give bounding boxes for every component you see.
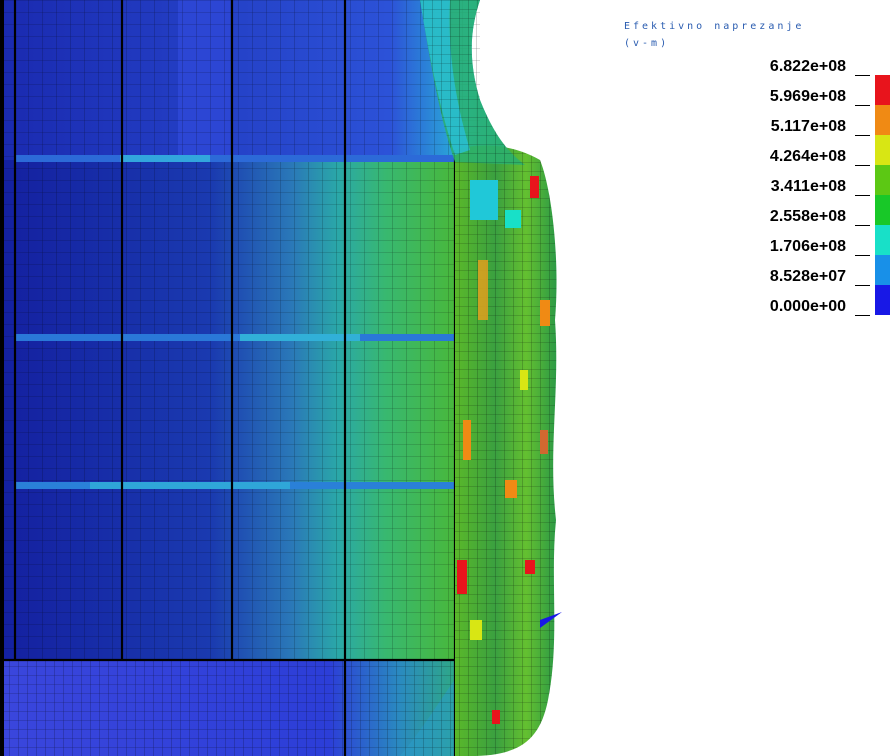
legend-tick [855, 135, 870, 136]
legend-value: 1.706e+08 [769, 238, 846, 255]
hull-top-mesh [0, 0, 480, 160]
legend-swatch [875, 135, 890, 165]
legend-value: 5.969e+08 [769, 88, 846, 105]
legend-swatch [875, 285, 890, 315]
legend-swatch [875, 105, 890, 135]
legend-tick [855, 285, 870, 286]
stiffener-1 [15, 155, 455, 162]
legend-tick [855, 225, 870, 226]
legend-value: 8.528e+07 [769, 268, 846, 285]
legend-title-line2: (v-m) [624, 38, 670, 49]
stiffener-2 [15, 334, 455, 341]
legend-tick [855, 75, 870, 76]
hull-bottom-mesh [0, 660, 470, 756]
legend-value: 0.000e+00 [769, 298, 846, 315]
damage-zone-mesh [455, 145, 557, 756]
legend-tick [855, 255, 870, 256]
legend-swatch [875, 75, 890, 105]
legend-title-line1: Efektivno naprezanje [624, 21, 805, 32]
legend-swatch [875, 225, 890, 255]
legend-tick [855, 105, 870, 106]
legend-value: 3.411e+08 [770, 178, 846, 195]
hull-middle-mesh [0, 160, 470, 660]
legend-tick [855, 315, 870, 316]
legend-tick [855, 195, 870, 196]
legend-value: 2.558e+08 [769, 208, 846, 225]
legend-value: 6.822e+08 [769, 58, 846, 75]
legend-value: 5.117e+08 [770, 118, 846, 135]
legend-tick [855, 165, 870, 166]
legend-swatch [875, 165, 890, 195]
legend-swatch [875, 255, 890, 285]
legend-swatch [875, 195, 890, 225]
legend-title: Efektivno naprezanje (v-m) [624, 18, 804, 52]
legend-value: 4.264e+08 [769, 148, 846, 165]
stress-hotspots [457, 176, 550, 724]
